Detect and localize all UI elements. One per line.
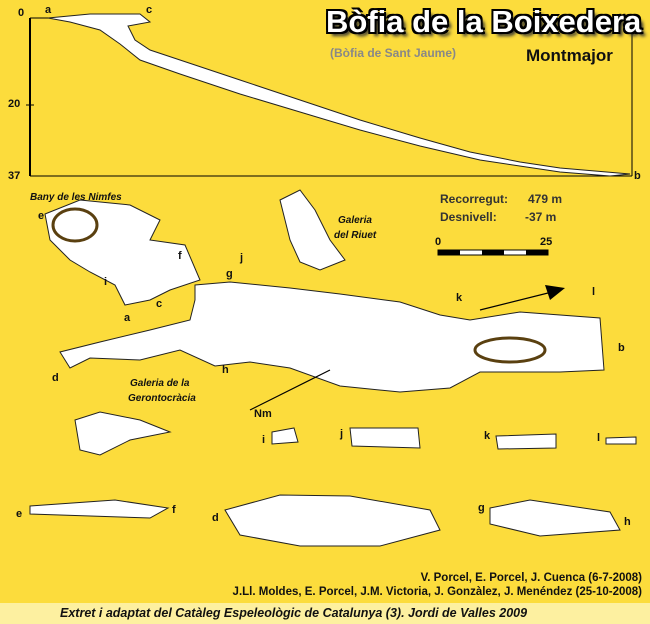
section-label: g <box>478 502 485 514</box>
cross-sections <box>29 427 637 547</box>
location-name: Montmajor <box>526 46 613 65</box>
depth-label: Desnivell: <box>440 210 497 224</box>
plan-view <box>44 189 605 456</box>
plan-point: k <box>456 292 463 304</box>
section-label: i <box>262 434 266 446</box>
survey-credits: V. Porcel, E. Porcel, J. Cuenca (6-7-200… <box>233 571 642 599</box>
credit-line: V. Porcel, E. Porcel, J. Cuenca (6-7-200… <box>420 572 642 584</box>
map-title: Bòfia de la Boixedera <box>326 4 642 39</box>
length-value: 479 m <box>528 192 563 206</box>
section-label: h <box>624 516 631 528</box>
scale-bar <box>437 249 549 256</box>
scale-start: 0 <box>435 236 442 248</box>
plan-point: j <box>240 252 244 264</box>
riuet-label: del Riuet <box>334 230 377 241</box>
source-footer: Extret i adaptat del Catàleg Espeleològi… <box>0 603 650 624</box>
section-label: k <box>484 430 491 442</box>
profile-tick: 20 <box>8 98 21 110</box>
profile-tick: 0 <box>18 7 25 19</box>
main-gallery <box>59 281 605 393</box>
depth-value: -37 m <box>525 210 557 224</box>
section-label: e <box>16 508 23 520</box>
profile-section <box>26 13 633 177</box>
bany-label: Bany de les Nimfes <box>30 192 122 203</box>
north-arrow <box>249 369 331 411</box>
plan-point: l <box>592 286 596 298</box>
plan-point: a <box>124 312 131 324</box>
plan-point: c <box>156 298 163 310</box>
source-text: Extret i adaptat del Catàleg Espeleològi… <box>60 606 528 620</box>
riuet-gallery <box>279 189 346 271</box>
gerontocracia-label: Gerontocràcia <box>128 393 196 404</box>
length-label: Recorregut: <box>440 192 509 206</box>
gerontocracia-label: Galeria de la <box>130 378 190 389</box>
scale-end: 25 <box>540 236 553 248</box>
bany-nimfes-area <box>44 199 201 306</box>
plan-point: d <box>52 372 59 384</box>
section-label: d <box>212 512 219 524</box>
plan-point: i <box>104 276 108 288</box>
alternate-name: (Bòfia de Sant Jaume) <box>330 46 457 60</box>
north-label: Nm <box>254 408 272 420</box>
plan-point: b <box>618 342 625 354</box>
credit-line: J.Ll. Moldes, E. Porcel, J.M. Victoria, … <box>232 586 642 598</box>
profile-point: a <box>45 4 52 16</box>
riuet-label: Galeria <box>338 215 372 226</box>
section-label: f <box>172 504 176 516</box>
plan-point: e <box>38 210 45 222</box>
profile-point: c <box>146 4 153 16</box>
profile-tick: 37 <box>8 170 21 182</box>
plan-point: f <box>178 250 182 262</box>
plan-point: h <box>222 364 229 376</box>
section-label: l <box>597 432 601 444</box>
section-label: j <box>340 428 344 440</box>
plan-point: g <box>226 268 233 280</box>
profile-point: b <box>634 170 641 182</box>
profile-cave-passage <box>47 13 631 177</box>
